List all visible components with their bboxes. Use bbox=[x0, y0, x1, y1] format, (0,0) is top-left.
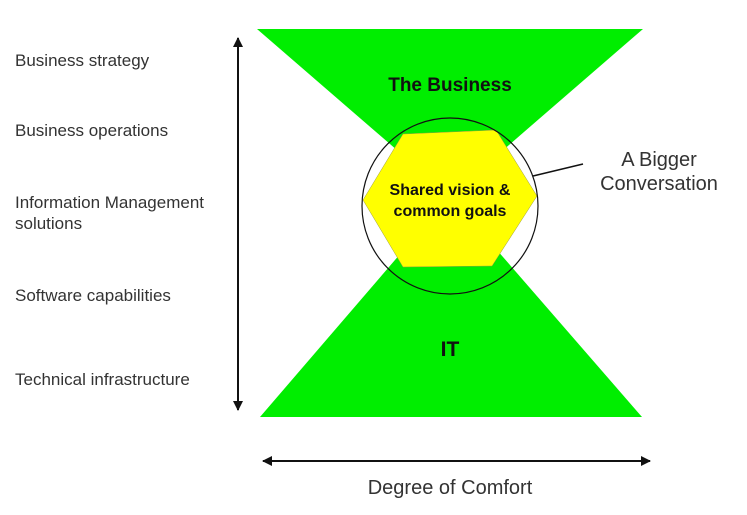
shared-vision-line-1: Shared vision & bbox=[389, 182, 511, 199]
level-business-strategy: Business strategy bbox=[15, 51, 150, 70]
callout-line-2: Conversation bbox=[600, 173, 718, 195]
level-software-capabilities: Software capabilities bbox=[15, 286, 171, 305]
level-technical-infrastructure: Technical infrastructure bbox=[15, 370, 190, 389]
level-information-management: Information Management solutions bbox=[15, 193, 204, 233]
shared-vision-hexagon bbox=[362, 129, 538, 268]
callout-line-1: A Bigger bbox=[621, 149, 697, 171]
it-triangle bbox=[260, 196, 642, 417]
business-label: The Business bbox=[388, 75, 512, 96]
degree-of-comfort-label: Degree of Comfort bbox=[367, 477, 533, 499]
level-business-operations: Business operations bbox=[15, 121, 169, 140]
shared-vision-line-2: common goals bbox=[393, 203, 507, 220]
callout-leader-line bbox=[532, 163, 584, 177]
shared-vision-label: Shared vision & common goals bbox=[360, 180, 540, 222]
bigger-conversation-callout: A Bigger Conversation bbox=[586, 148, 732, 196]
conversation-circle bbox=[361, 117, 539, 295]
business-triangle bbox=[257, 29, 643, 196]
it-label: IT bbox=[440, 338, 460, 361]
